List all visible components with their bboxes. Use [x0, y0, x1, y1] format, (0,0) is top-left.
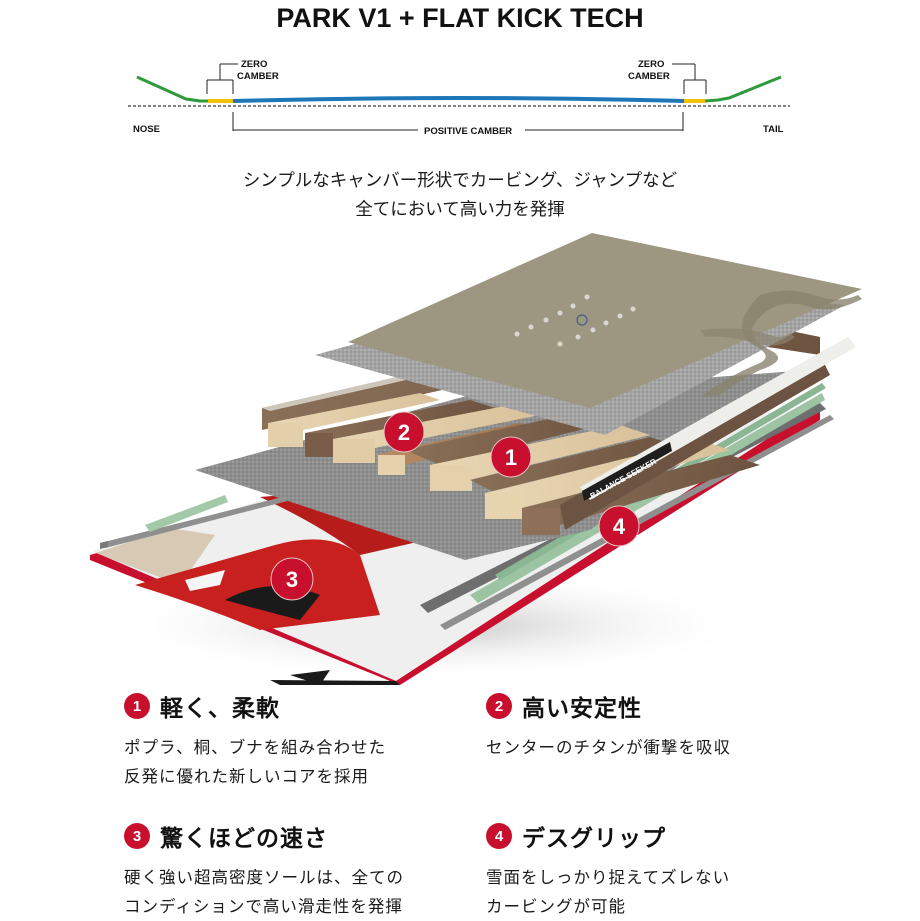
- feature-1-heading: 軽く、柔軟: [160, 696, 280, 722]
- right-zero-camber-label-1: ZERO: [638, 59, 664, 70]
- badge-3: 3: [270, 557, 314, 601]
- feature-2: 2 高い安定性 センターのチタンが衝撃を吸収: [486, 688, 866, 762]
- feature-2-badge: 2: [486, 693, 512, 719]
- feature-3: 3 驚くほどの速さ 硬く強い超高密度ソールは、全ての コンディションで高い滑走性…: [124, 818, 504, 921]
- badge-1: 1: [490, 436, 532, 478]
- binding-inserts: [514, 294, 636, 347]
- right-zero-camber-label-2: CAMBER: [628, 71, 670, 82]
- nose-label: NOSE: [133, 124, 160, 135]
- left-zero-camber-label-2: CAMBER: [237, 71, 279, 82]
- feature-4-heading: デスグリップ: [522, 826, 666, 852]
- badge-2: 2: [383, 411, 425, 453]
- left-zero-camber-bracket: [206, 63, 238, 94]
- svg-text:3: 3: [286, 567, 298, 592]
- tail-rocker-line: [704, 75, 782, 103]
- feature-2-description: センターのチタンが衝撃を吸収: [486, 733, 866, 762]
- feature-1: 1 軽く、柔軟 ポプラ、桐、ブナを組み合わせた 反発に優れた新しいコアを採用: [124, 688, 504, 791]
- positive-camber-label: POSITIVE CAMBER: [424, 126, 512, 137]
- nose-rocker-line: [136, 75, 201, 103]
- feature-1-line-2: 反発に優れた新しいコアを採用: [124, 767, 369, 786]
- svg-text:2: 2: [398, 420, 410, 445]
- feature-1-description: ポプラ、桐、ブナを組み合わせた 反発に優れた新しいコアを採用: [124, 733, 504, 791]
- feature-3-description: 硬く強い超高密度ソールは、全ての コンディションで高い滑走性を発揮: [124, 863, 504, 921]
- feature-3-line-1: 硬く強い超高密度ソールは、全ての: [124, 868, 404, 887]
- tagline-line-1: シンプルなキャンバー形状でカービング、ジャンプなど: [242, 171, 678, 191]
- feature-3-line-2: コンディションで高い滑走性を発揮: [124, 897, 403, 916]
- feature-4-line-1: 雪面をしっかり捉えてズレない: [486, 868, 731, 887]
- feature-4-badge: 4: [486, 823, 512, 849]
- feature-4-description: 雪面をしっかり捉えてズレない カービングが可能: [486, 863, 866, 921]
- board-layers-illustration: BALANCE SEEKER 2 1: [90, 233, 862, 685]
- tagline: シンプルなキャンバー形状でカービング、ジャンプなど 全てにおいて高い力を発揮: [0, 167, 920, 225]
- topsheet-layer: [348, 233, 862, 408]
- camber-profile-diagram: ZERO CAMBER ZERO CAMBER POSITIVE CAMBER …: [128, 59, 790, 137]
- right-zero-camber-bracket: [672, 63, 707, 94]
- feature-4-line-2: カービングが可能: [486, 897, 626, 916]
- feature-3-badge: 3: [124, 823, 150, 849]
- feature-1-badge: 1: [124, 693, 150, 719]
- svg-text:4: 4: [613, 514, 626, 539]
- feature-3-heading: 驚くほどの速さ: [160, 826, 328, 852]
- positive-camber-line: [232, 96, 685, 103]
- badge-4: 4: [598, 505, 640, 547]
- svg-text:1: 1: [505, 445, 517, 470]
- feature-1-line-1: ポプラ、桐、ブナを組み合わせた: [124, 738, 387, 757]
- page-title: PARK V1 + FLAT KICK TECH: [276, 3, 644, 33]
- positive-camber-span: [232, 112, 684, 131]
- feature-4: 4 デスグリップ 雪面をしっかり捉えてズレない カービングが可能: [486, 818, 866, 921]
- left-zero-camber-label-1: ZERO: [241, 59, 267, 70]
- feature-2-heading: 高い安定性: [522, 696, 642, 722]
- logo-mark: [576, 314, 588, 326]
- tail-label: TAIL: [763, 124, 784, 135]
- feature-2-line-1: センターのチタンが衝撃を吸収: [486, 738, 731, 757]
- tagline-line-2: 全てにおいて高い力を発揮: [355, 200, 565, 220]
- balance-seeker-sidewall: BALANCE SEEKER: [580, 337, 856, 501]
